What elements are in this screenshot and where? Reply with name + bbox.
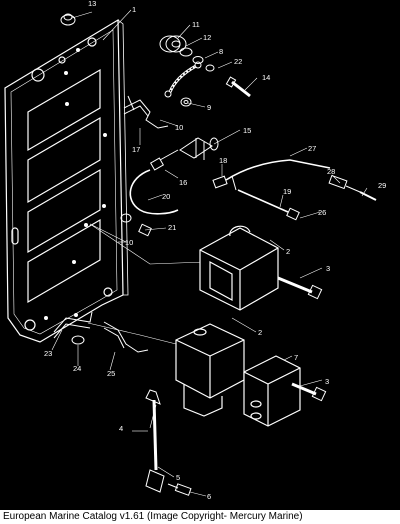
plate-bolt-holes [44,48,107,320]
callout-label: 6 [207,492,211,501]
connector-18 [212,159,331,191]
callout-label: 21 [168,223,176,232]
connector-15 [179,137,219,160]
callout-label: 4 [119,424,123,433]
callout-ticks [118,241,148,432]
parts-diagram: 13 1 11 12 8 22 14 9 10 17 15 18 27 16 2… [4,0,387,501]
callout-label: 18 [219,156,227,165]
callout-label: 15 [243,126,251,135]
callout-label: 28 [327,167,335,176]
coil-upper [199,225,279,311]
callout-label: 23 [44,349,52,358]
callout-label: 19 [283,187,291,196]
bolt-3-upper [277,276,323,300]
callout-label: 14 [262,73,270,82]
bolt-21 [120,213,152,237]
bolt-3-lower [291,382,327,402]
callout-label: 29 [378,181,386,190]
callout-label: 24 [73,364,81,373]
callout-numbers: 13 1 11 12 8 22 14 9 10 17 15 18 27 16 2… [44,0,386,501]
callout-label: 3 [325,377,329,386]
callout-label: 10 [175,123,183,132]
wire-19 [237,189,300,221]
callout-label: 20 [162,192,170,201]
mounting-plate [4,18,129,343]
sensor-16 [129,149,179,215]
ground-strap [164,61,251,98]
callout-label: 7 [294,353,298,362]
connector-28 [328,174,377,201]
spark-lead-4 [145,389,165,493]
callout-label: 16 [179,178,187,187]
grommet-13 [60,13,76,26]
isolator-stack [159,35,215,72]
callout-label: 26 [318,208,326,217]
washer-9 [180,97,192,107]
clip-upper [123,95,169,129]
callout-label: 2 [286,247,290,256]
terminal-6 [167,483,192,496]
callout-label: 5 [176,473,180,482]
callout-label: 22 [234,57,242,66]
callout-label: 25 [107,369,115,378]
callout-label: 8 [219,47,223,56]
copyright-caption: European Marine Catalog v1.61 (Image Cop… [0,510,400,524]
callout-label: 12 [203,33,211,42]
callout-label: 27 [308,144,316,153]
callout-label: 13 [88,0,96,8]
callout-label: 10 [125,238,133,247]
clip-lower [53,311,149,353]
callout-label: 3 [326,264,330,273]
module-7 [243,355,301,427]
callout-label: 11 [192,20,200,29]
callout-label: 17 [132,145,140,154]
callout-label: 9 [207,103,211,112]
callout-label: 1 [132,5,136,14]
callout-label: 2 [258,328,262,337]
